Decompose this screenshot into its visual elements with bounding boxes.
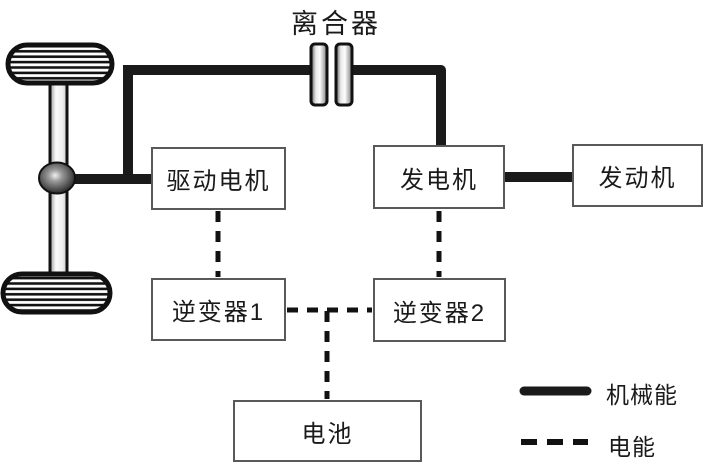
clutch-label: 离合器 — [291, 9, 381, 39]
legend-samples — [519, 386, 592, 445]
node-drive-motor-label: 驱动电机 — [166, 168, 271, 195]
electrical-links — [215, 211, 442, 399]
wheel-top — [5, 42, 115, 86]
node-generator: 发电机 — [373, 145, 505, 209]
node-battery: 电池 — [233, 400, 422, 462]
node-inverter1: 逆变器1 — [151, 278, 286, 341]
wheel-bottom — [0, 271, 113, 315]
link-clutch-generator — [352, 65, 446, 150]
node-inverter2-label: 逆变器2 — [392, 299, 487, 327]
node-battery-label: 电池 — [301, 420, 354, 448]
node-inverter2: 逆变器2 — [373, 278, 506, 342]
clutch-symbol — [309, 42, 354, 107]
clutch-plate-left — [309, 42, 329, 107]
node-inverter1-label: 逆变器1 — [171, 299, 266, 326]
node-engine: 发动机 — [572, 144, 703, 207]
legend-electrical-label: 电能 — [608, 434, 656, 460]
node-drive-motor: 驱动电机 — [151, 147, 286, 210]
link-differential-clutch — [123, 65, 311, 184]
mechanical-links — [57, 65, 580, 184]
node-engine-label: 发动机 — [598, 165, 677, 192]
differential-sphere — [38, 161, 76, 195]
node-generator-label: 发电机 — [400, 166, 478, 194]
axle-assembly — [0, 42, 115, 315]
legend-mechanical-label: 机械能 — [606, 382, 678, 408]
clutch-plate-right — [334, 42, 354, 107]
